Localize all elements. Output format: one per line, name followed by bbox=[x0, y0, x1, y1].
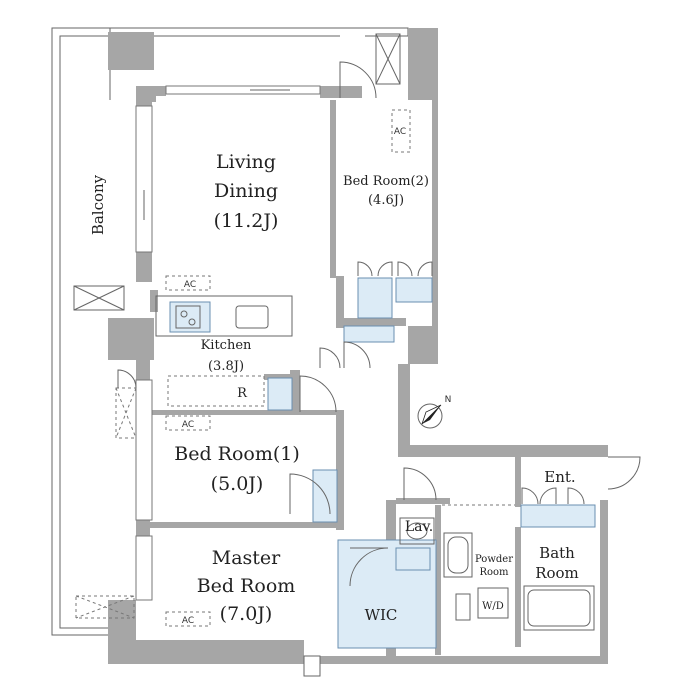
living-label-line1: Living bbox=[216, 151, 276, 173]
compass-icon bbox=[417, 403, 443, 429]
wic-label: WIC bbox=[365, 606, 398, 624]
living-size: (11.2J) bbox=[214, 210, 279, 232]
powder-room-line1: Powder bbox=[475, 554, 513, 565]
balcony-label: Balcony bbox=[89, 174, 107, 235]
fridge-label: R bbox=[237, 386, 248, 401]
living-label-line2: Dining bbox=[214, 180, 278, 202]
ac-units bbox=[165, 109, 411, 627]
sanitary-fixtures bbox=[399, 504, 595, 631]
master-label-line1: Master bbox=[212, 547, 281, 569]
windows bbox=[135, 85, 321, 601]
ac-label-bed2: AC bbox=[394, 127, 406, 137]
ac-label-master: AC bbox=[182, 616, 194, 626]
doors bbox=[117, 61, 641, 677]
kitchen-name: Kitchen bbox=[201, 338, 252, 353]
bath-label-line2: Room bbox=[535, 564, 579, 582]
ac-label-bed1: AC bbox=[182, 420, 194, 430]
compass-north-label: N bbox=[445, 395, 452, 405]
bed2-name: Bed Room(2) bbox=[343, 174, 429, 189]
master-label-line2: Bed Room bbox=[197, 575, 296, 597]
bed1-size: (5.0J) bbox=[211, 473, 264, 495]
washer-label: W/D bbox=[482, 601, 504, 612]
bed1-name: Bed Room(1) bbox=[174, 443, 300, 465]
storage-areas bbox=[169, 277, 596, 649]
powder-room-line2: Room bbox=[479, 567, 509, 578]
kitchen-size: (3.8J) bbox=[208, 359, 244, 374]
bath-label-line1: Bath bbox=[539, 544, 575, 562]
ac-label-living: AC bbox=[184, 280, 196, 290]
outdoor-units bbox=[73, 33, 401, 619]
entrance-label: Ent. bbox=[544, 468, 575, 486]
master-size: (7.0J) bbox=[220, 603, 273, 625]
kitchen-counter bbox=[155, 295, 293, 407]
bed2-size: (4.6J) bbox=[368, 193, 404, 208]
walls bbox=[108, 28, 608, 664]
lav-label: Lav. bbox=[405, 519, 433, 535]
